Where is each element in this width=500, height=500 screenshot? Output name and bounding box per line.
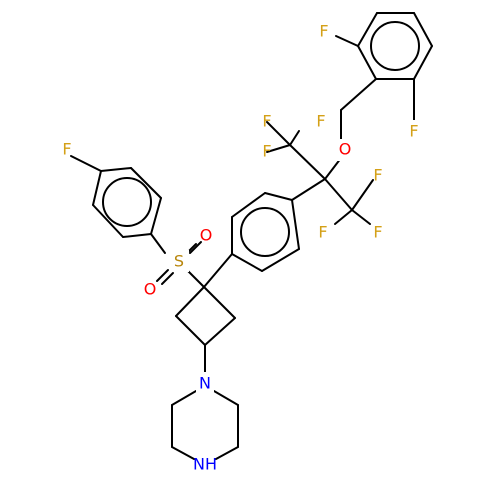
bond xyxy=(261,248,300,272)
bond xyxy=(231,253,263,272)
bond xyxy=(203,253,233,288)
atom-f: F xyxy=(62,140,71,159)
bond xyxy=(264,192,293,201)
bond xyxy=(150,233,166,254)
bond xyxy=(413,45,433,80)
atom-s: S xyxy=(174,252,184,271)
bond xyxy=(203,286,236,319)
cyclobutane-ring xyxy=(175,253,236,346)
atom-o: O xyxy=(339,140,352,159)
bond xyxy=(413,12,433,47)
bond xyxy=(175,286,205,317)
atom-f: F xyxy=(373,223,382,242)
bond xyxy=(357,45,377,80)
atom-o: O xyxy=(200,226,213,245)
atom-nh: NH xyxy=(193,455,217,474)
phenylene-ring xyxy=(231,192,300,272)
bond xyxy=(213,390,239,406)
bond xyxy=(340,78,377,111)
atom-f: F xyxy=(262,112,271,131)
bond xyxy=(161,272,174,285)
bond xyxy=(215,446,239,460)
piperazine-ring xyxy=(171,344,239,460)
bond xyxy=(189,241,202,254)
bond xyxy=(122,233,152,238)
bond xyxy=(289,130,300,146)
atom-o: O xyxy=(144,280,157,299)
bond xyxy=(335,35,359,47)
bond xyxy=(156,269,169,282)
bond xyxy=(357,12,378,47)
atom-f: F xyxy=(262,142,271,161)
aromatic-circle xyxy=(240,207,290,257)
bond xyxy=(150,197,162,235)
bond xyxy=(171,390,197,406)
bond xyxy=(92,204,124,238)
bond xyxy=(266,121,291,146)
bond xyxy=(324,178,353,211)
bond xyxy=(291,178,326,201)
bond xyxy=(130,167,162,199)
atom-f: F xyxy=(373,166,382,185)
hexafluoro-carbinol-ether xyxy=(266,109,374,225)
bond xyxy=(289,144,326,180)
bond xyxy=(70,155,102,172)
bond xyxy=(175,315,206,346)
atom-f: F xyxy=(319,22,328,41)
bond xyxy=(171,446,195,460)
bond xyxy=(291,199,300,250)
bond xyxy=(100,167,132,172)
difluorophenyl-ring xyxy=(335,12,433,123)
fluorophenyl-ring xyxy=(70,155,162,238)
atom-f: F xyxy=(318,223,327,242)
bond xyxy=(231,192,266,218)
aromatic-circle xyxy=(102,177,152,227)
bond xyxy=(204,317,236,346)
bond xyxy=(266,144,291,153)
bond xyxy=(92,170,102,206)
atom-labels: F F O F F F F F F F S O O N NH xyxy=(62,18,423,474)
atom-n: N xyxy=(199,374,211,393)
bond xyxy=(351,179,374,211)
atom-f: F xyxy=(316,112,325,131)
atom-f: F xyxy=(409,122,418,141)
aromatic-circle xyxy=(370,21,420,71)
bond xyxy=(324,157,342,180)
bond xyxy=(351,209,371,225)
bond xyxy=(334,209,353,225)
